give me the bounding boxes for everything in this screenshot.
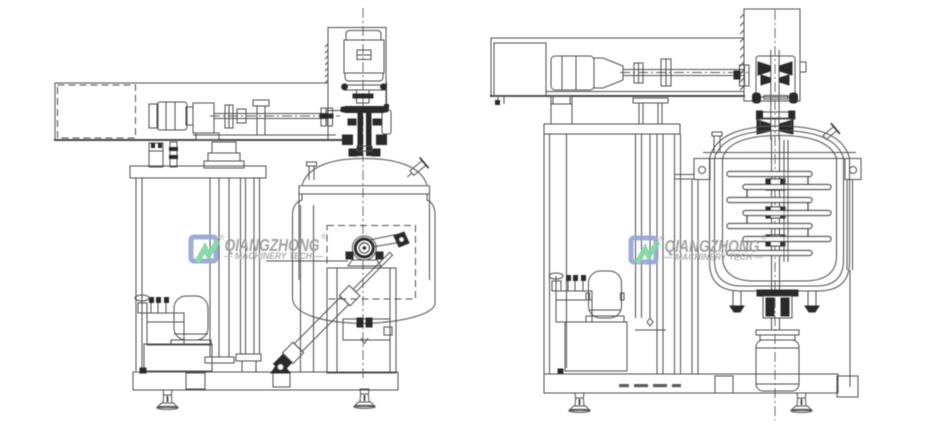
svg-text:— MACHINERY TECH —: — MACHINERY TECH — — [223, 251, 324, 261]
svg-text:— MACHINERY TECH —: — MACHINERY TECH — — [663, 252, 764, 262]
svg-text:®: ® — [761, 234, 767, 242]
svg-text:®: ® — [219, 234, 225, 242]
svg-text:QIANGZHONG: QIANGZHONG — [665, 236, 760, 256]
svg-text:®: ® — [321, 233, 327, 241]
svg-text:®: ® — [659, 235, 665, 243]
svg-text:QIANGZHONG: QIANGZHONG — [225, 235, 320, 255]
